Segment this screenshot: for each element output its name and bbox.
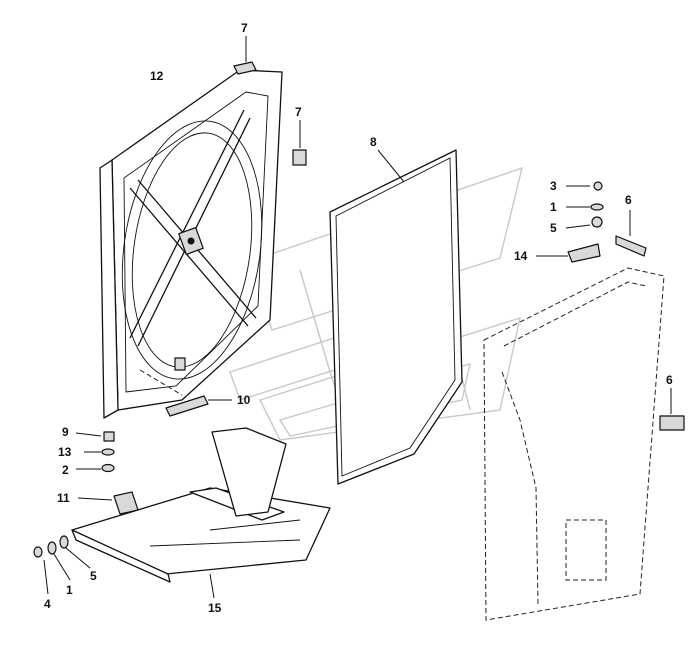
hardware-stack-left [75,431,115,473]
callout-4: 4 [44,597,51,611]
callout-15: 15 [208,601,222,615]
callout-8: 8 [370,135,377,149]
callout-5a: 5 [550,221,557,235]
seal-gasket [329,149,463,485]
callout-6b: 6 [666,373,673,387]
callout-3: 3 [550,179,557,193]
callout-13: 13 [58,445,72,459]
support-frame [71,427,331,599]
callout-7b: 7 [295,105,302,119]
callout-labels: 7 12 7 8 3 1 5 6 14 6 10 9 13 2 11 5 1 4… [44,21,673,615]
bolt-stack-left [33,535,91,595]
clip-middle [292,120,307,166]
hardware-stack-right [536,181,647,263]
callout-2: 2 [62,463,69,477]
radiator-outline [483,267,665,621]
callout-6a: 6 [625,193,632,207]
clip-top [233,36,257,75]
callout-1b: 1 [66,583,73,597]
callout-11: 11 [57,491,70,505]
callout-1a: 1 [550,200,557,214]
callout-5b: 5 [90,569,97,583]
fan-shroud [99,69,283,419]
callout-12: 12 [150,69,164,83]
bracket-10 [165,395,232,417]
callout-14: 14 [514,249,528,263]
callout-7a: 7 [241,21,248,35]
callout-9: 9 [62,425,69,439]
clip-right [659,388,685,431]
callout-10: 10 [237,393,251,407]
bracket-11 [77,491,139,515]
